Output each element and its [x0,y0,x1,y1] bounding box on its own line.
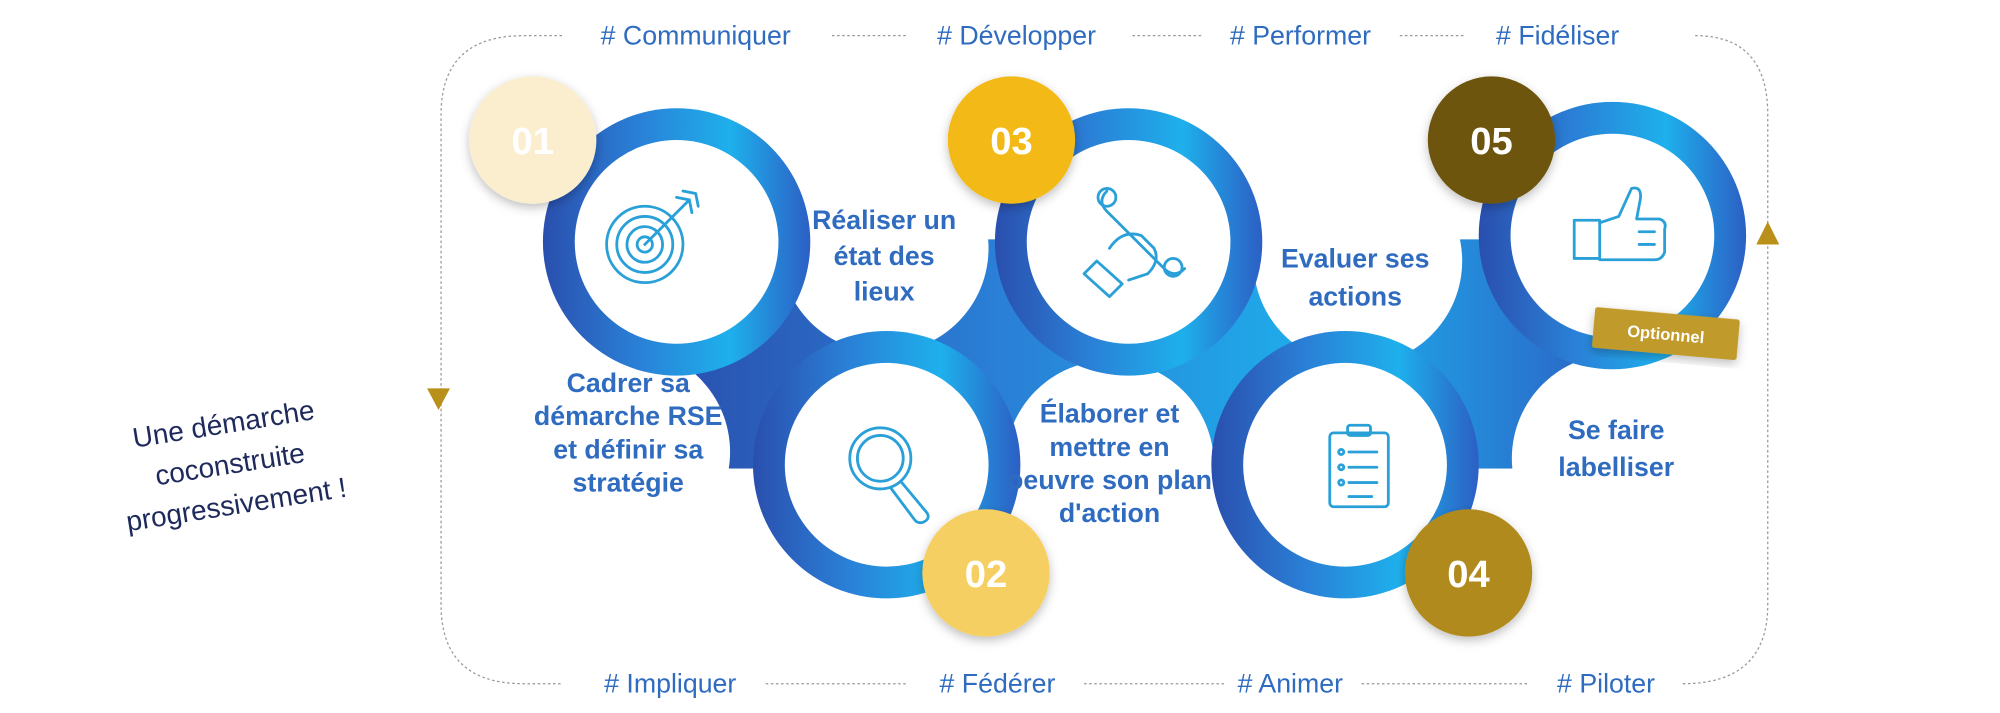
badge-02: 02 [922,509,1050,637]
step-03-text: Élaborer et mettre en oeuvre son plan d'… [1007,398,1212,528]
clipboard-icon [1328,423,1390,509]
tag-developper: # Développer [937,21,1096,51]
badge-05: 05 [1427,76,1556,204]
badge-04: 04 [1404,509,1533,637]
step-text-line: état des [834,241,935,271]
step-text-line: Cadrer sa [567,368,691,398]
step-text-line: Evaluer ses [1281,243,1430,273]
tag-fideliser: # Fidéliser [1496,21,1619,51]
step-01-text: Cadrer sa démarche RSE et définir sa str… [534,368,723,497]
optional-badge: Optionnel [1592,307,1740,360]
tag-performer: # Performer [1230,21,1371,51]
side-caption: Une démarche coconstruite progressivemen… [124,394,349,537]
badge-number: 02 [965,553,1007,596]
badge-01: 01 [469,76,597,204]
thumbs-up-icon [1572,186,1667,262]
tag-piloter: # Piloter [1557,669,1655,699]
step-text-line: stratégie [573,467,684,497]
step-text-line: Réaliser un [812,205,956,235]
arrow-down-icon [427,388,450,410]
badge-number: 01 [511,120,553,163]
step-text-line: mettre en [1049,432,1169,462]
tag-communiquer: # Communiquer [601,21,791,51]
badge-number: 03 [990,120,1032,163]
cycle-frame [440,35,1769,685]
top-tags: # Communiquer # Développer # Performer #… [601,21,1620,51]
step-text-line: actions [1308,282,1402,312]
step-text-line: oeuvre son plan [1007,465,1212,495]
target-icon [605,189,700,285]
badge-03: 03 [947,76,1076,204]
step-04-text: Evaluer ses actions [1281,243,1430,311]
badge-number: 04 [1447,553,1490,596]
step-05-text: Se faire labelliser [1558,415,1674,482]
wrench-hand-icon [1082,187,1187,299]
badge-number: 05 [1470,120,1512,163]
frame-connectors [765,35,1530,685]
tag-federer: # Fédérer [940,669,1056,699]
step-text-line: d'action [1059,498,1160,528]
step-text-line: démarche RSE [534,401,723,431]
bottom-tags: # Impliquer # Fédérer # Animer # Piloter [604,669,1655,699]
tag-impliquer: # Impliquer [604,669,736,699]
magnifier-icon [848,426,930,525]
step-text-line: Se faire [1568,415,1665,445]
step-text-line: lieux [854,276,915,306]
tag-animer: # Animer [1238,669,1344,699]
process-band [511,101,1747,599]
step-02-text: Réaliser un état des lieux [812,205,956,306]
step-text-line: et définir sa [553,434,704,464]
step-text-line: Élaborer et [1040,398,1180,429]
arrow-up-icon [1756,221,1780,245]
step-text-line: labelliser [1558,452,1674,482]
